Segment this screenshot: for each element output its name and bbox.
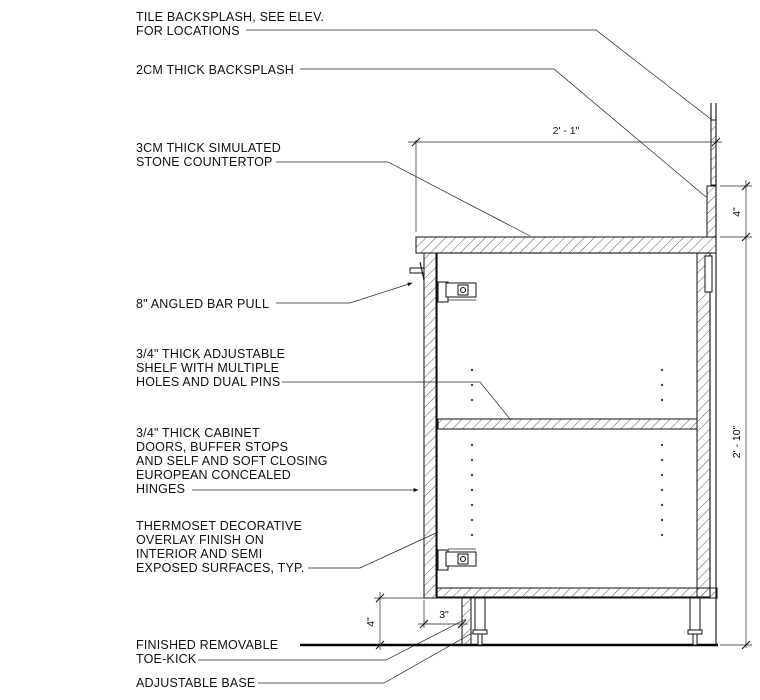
leader-backsplash-2cm — [300, 68, 707, 198]
adjustable-leg-front-icon — [472, 597, 488, 646]
callout-countertop-line-1: 3CM THICK SIMULATED — [136, 141, 281, 155]
callout-adjustable-base: ADJUSTABLE BASE — [136, 676, 255, 690]
callout-shelf-line-1: 3/4" THICK ADJUSTABLE — [136, 347, 285, 361]
tile-backsplash — [710, 119, 717, 186]
dimension-toe-kick-setback-label: 3" — [439, 609, 449, 621]
dimension-toe-kick-height-label: 4" — [365, 617, 377, 627]
callout-toe-kick: FINISHED REMOVABLE TOE-KICK — [136, 638, 278, 666]
bar-pull — [409, 267, 425, 274]
leader-adjustable-base — [258, 631, 475, 684]
back-panel — [696, 252, 711, 598]
adjustable-leg-rear-icon — [687, 597, 703, 646]
bottom-panel — [436, 587, 718, 599]
dimension-backsplash-height-label: 4" — [731, 207, 743, 217]
toe-kick — [461, 597, 472, 646]
callout-countertop-line-2: STONE COUNTERTOP — [136, 155, 273, 169]
shelf-pin-holes-rear — [660, 368, 664, 537]
callout-finish: THERMOSET DECORATIVE OVERLAY FINISH ON I… — [136, 519, 305, 575]
callout-finish-line-2: OVERLAY FINISH ON — [136, 533, 264, 547]
leader-countertop — [276, 161, 531, 237]
callout-finish-line-4: EXPOSED SURFACES, TYP. — [136, 561, 305, 575]
callout-doors-line-4: EUROPEAN CONCEALED — [136, 468, 291, 482]
dimension-depth: 2' - 1" — [408, 125, 722, 232]
leader-bar-pull — [276, 282, 413, 304]
callout-shelf-line-2: SHELF WITH MULTIPLE — [136, 361, 279, 375]
dimension-toe-kick-height: 4" — [365, 592, 460, 650]
shelf-pin-holes-front — [470, 368, 474, 537]
callout-tile-backsplash-line-1: TILE BACKSPLASH, SEE ELEV. — [136, 10, 324, 24]
adjustable-shelf — [437, 418, 698, 430]
callout-toe-kick-line-2: TOE-KICK — [136, 652, 197, 666]
dimension-backsplash-height: 4" — [720, 180, 752, 242]
callout-countertop: 3CM THICK SIMULATED STONE COUNTERTOP — [136, 141, 281, 169]
cabinet-door — [423, 252, 437, 599]
callout-bar-pull-line-1: 8" ANGLED BAR PULL — [136, 297, 269, 311]
callout-bar-pull: 8" ANGLED BAR PULL — [136, 297, 269, 311]
back-rail — [704, 255, 713, 293]
backsplash-2cm — [706, 185, 717, 238]
bottom-hinge-icon — [437, 548, 477, 571]
dimension-depth-label: 2' - 1" — [553, 125, 580, 137]
callout-doors-line-2: DOORS, BUFFER STOPS — [136, 440, 288, 454]
bar-pull-stem — [419, 261, 425, 281]
callout-tile-backsplash-line-2: FOR LOCATIONS — [136, 24, 240, 38]
leader-finish — [308, 531, 439, 569]
callout-shelf: 3/4" THICK ADJUSTABLE SHELF WITH MULTIPL… — [136, 347, 285, 389]
callout-finish-line-3: INTERIOR AND SEMI — [136, 547, 262, 561]
dimension-cabinet-height: 2' - 10" — [720, 237, 752, 650]
leader-toe-kick — [198, 618, 467, 661]
leader-tile-backsplash — [246, 29, 713, 121]
leader-shelf — [282, 381, 511, 420]
callout-toe-kick-line-1: FINISHED REMOVABLE — [136, 638, 278, 652]
top-hinge-icon — [437, 281, 477, 303]
callout-adjustable-base-line-1: ADJUSTABLE BASE — [136, 676, 255, 690]
leader-lines — [192, 29, 713, 684]
dimension-toe-kick-setback: 3" — [418, 600, 468, 629]
callout-doors: 3/4" THICK CABINET DOORS, BUFFER STOPS A… — [136, 426, 328, 496]
callout-doors-line-1: 3/4" THICK CABINET — [136, 426, 260, 440]
callout-doors-line-5: HINGES — [136, 482, 185, 496]
countertop — [415, 236, 717, 254]
callout-shelf-line-3: HOLES AND DUAL PINS — [136, 375, 280, 389]
callout-tile-backsplash: TILE BACKSPLASH, SEE ELEV. FOR LOCATIONS — [136, 10, 324, 38]
callout-finish-line-1: THERMOSET DECORATIVE — [136, 519, 302, 533]
dimension-cabinet-height-label: 2' - 10" — [731, 425, 743, 458]
callout-backsplash-2cm-line-1: 2CM THICK BACKSPLASH — [136, 63, 294, 77]
callout-doors-line-3: AND SELF AND SOFT CLOSING — [136, 454, 328, 468]
callout-backsplash-2cm: 2CM THICK BACKSPLASH — [136, 63, 294, 77]
